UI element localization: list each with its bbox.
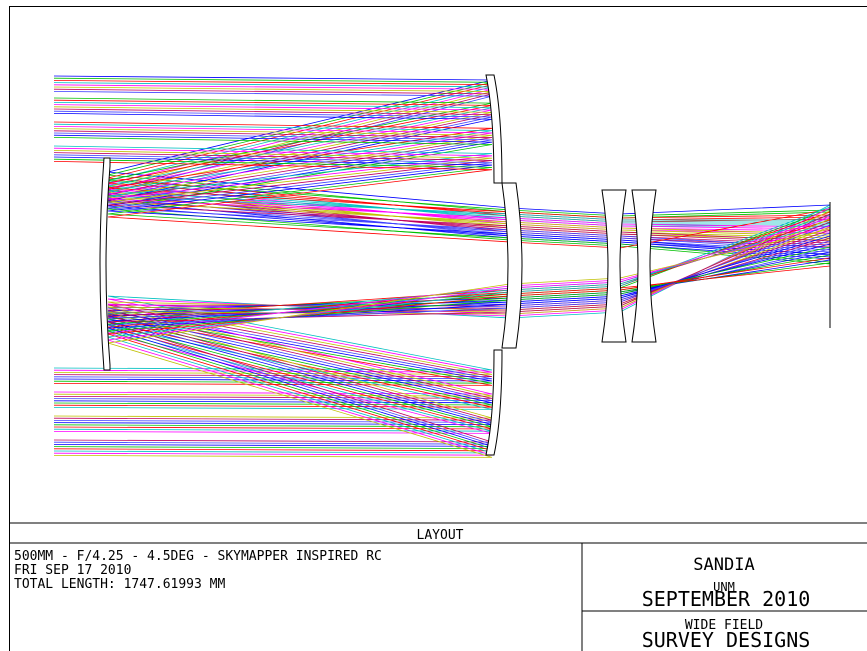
- ray-trace: [53, 88, 831, 248]
- ray-trace: [53, 104, 831, 232]
- ray-trace: [53, 106, 831, 239]
- ray-trace: [53, 110, 831, 253]
- ray-trace: [53, 84, 831, 234]
- ray-trace: [53, 152, 831, 242]
- layout-label: LAYOUT: [417, 528, 464, 543]
- ray-trace: [53, 224, 831, 445]
- info-line-2: FRI SEP 17 2010: [14, 563, 131, 578]
- org-name: SANDIA: [693, 555, 754, 575]
- ray-trace: [53, 91, 831, 255]
- ray-trace: [53, 123, 830, 223]
- ray-trace: [53, 226, 831, 375]
- ray-trace: [53, 156, 831, 256]
- info-line-3: TOTAL LENGTH: 1747.61993 MM: [14, 577, 225, 592]
- ray-trace: [53, 97, 831, 217]
- ray-trace: [53, 161, 831, 249]
- ray-trace: [53, 150, 831, 235]
- ray-trace: [53, 154, 831, 249]
- ray-trace: [53, 75, 831, 215]
- ray-trace: [53, 210, 831, 419]
- ray-trace: [53, 243, 831, 426]
- ray-trace: [53, 77, 831, 219]
- org-sub: UNM: [713, 580, 735, 594]
- ray-trace: [53, 246, 831, 450]
- info-line-1: 500MM - F/4.25 - 4.5DEG - SKYMAPPER INSP…: [14, 549, 382, 564]
- project-line-1: WIDE FIELD: [685, 618, 763, 633]
- ray-trace: [53, 206, 831, 454]
- drawing-frame: [9, 6, 867, 651]
- ray-trace: [53, 108, 831, 246]
- ray-trace: [53, 102, 830, 225]
- primary-mirror-lower: [485, 349, 503, 456]
- ray-trace: [53, 99, 831, 221]
- secondary-mirror: [99, 157, 111, 371]
- field-lens-2: [631, 189, 657, 343]
- ray-trace: [53, 158, 831, 263]
- ray-trace: [53, 213, 831, 443]
- ray-trace: [53, 130, 831, 244]
- ray-trace: [53, 137, 831, 265]
- ray-trace: [53, 126, 831, 230]
- ray-traces: [53, 75, 831, 458]
- field-lens-1: [601, 189, 627, 343]
- ray-trace: [53, 82, 830, 227]
- ray-trace: [53, 228, 831, 458]
- ray-trace: [53, 80, 831, 223]
- ray-trace: [53, 217, 831, 456]
- ray-trace: [53, 257, 831, 452]
- ray-trace: [53, 134, 831, 258]
- ray-trace: [53, 132, 831, 251]
- drawing-date: SEPTEMBER 2010: [642, 587, 811, 611]
- ray-trace: [53, 235, 831, 447]
- ray-trace: [53, 147, 831, 228]
- ray-trace: [53, 121, 831, 219]
- ray-trace: [53, 145, 830, 221]
- ray-trace: [53, 128, 831, 237]
- corrector-lens: [501, 182, 523, 349]
- ray-trace: [53, 86, 831, 241]
- ray-trace: [53, 113, 831, 260]
- project-line-2: SURVEY DESIGNS: [642, 628, 811, 651]
- ray-trace: [53, 208, 831, 384]
